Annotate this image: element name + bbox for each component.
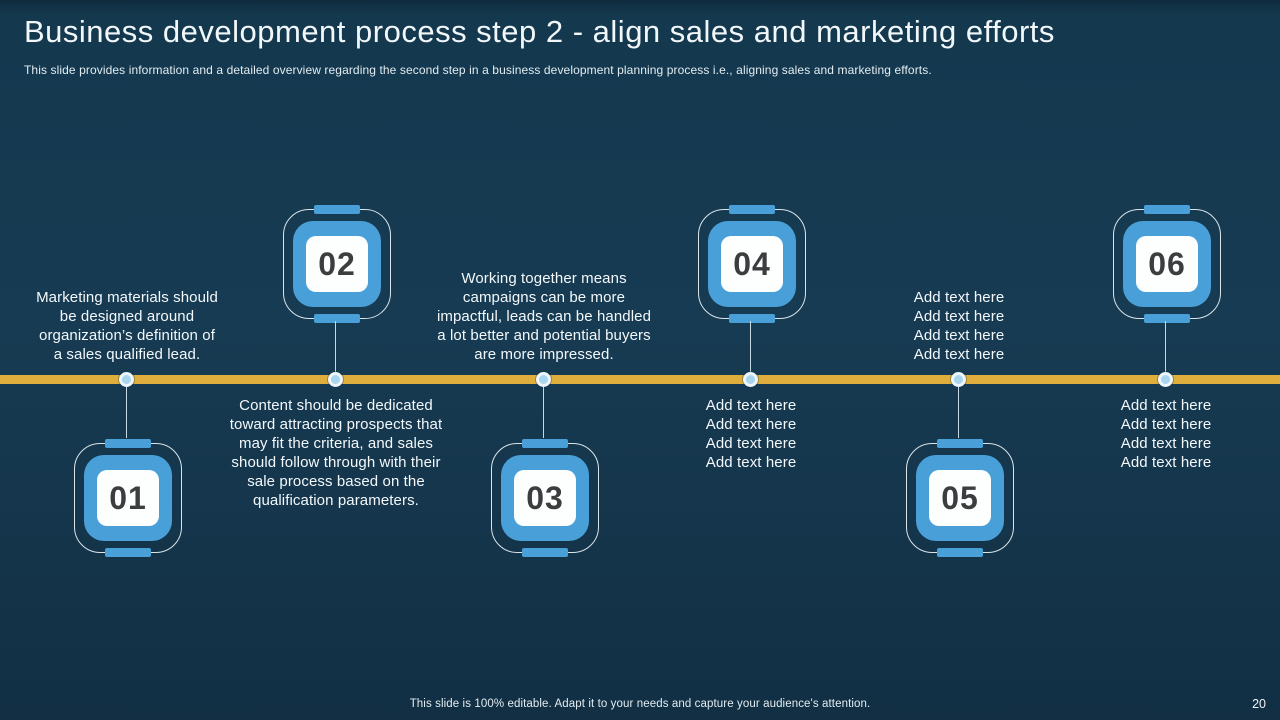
step-04-badge: 04 bbox=[698, 209, 806, 319]
step-06-text: Add text here Add text here Add text her… bbox=[1120, 397, 1212, 471]
step-03-badge-frame: 03 bbox=[501, 455, 589, 541]
step-03-timeline-marker bbox=[536, 372, 551, 387]
step-03-badge-face: 03 bbox=[514, 470, 576, 526]
timeline-step-04: 04 Add text here Add text here Add text … bbox=[646, 0, 856, 720]
step-05-badge: 05 bbox=[906, 443, 1014, 553]
step-02-badge: 02 bbox=[283, 209, 391, 319]
step-01-badge: 01 bbox=[74, 443, 182, 553]
step-03-number: 03 bbox=[526, 479, 564, 516]
page-number: 20 bbox=[1252, 697, 1266, 711]
step-03-text: Working together means campaigns can be … bbox=[436, 270, 652, 363]
step-06-badge: 06 bbox=[1113, 209, 1221, 319]
step-05-timeline-marker bbox=[951, 372, 966, 387]
step-04-timeline-marker bbox=[743, 372, 758, 387]
page-title: Business development process step 2 - al… bbox=[24, 14, 1055, 49]
step-02-timeline-marker bbox=[328, 372, 343, 387]
step-04-text: Add text here Add text here Add text her… bbox=[705, 397, 797, 471]
step-03-connector bbox=[543, 387, 544, 438]
timeline-step-01: Marketing materials should be designed a… bbox=[22, 0, 232, 720]
step-05-text: Add text here Add text here Add text her… bbox=[913, 289, 1005, 363]
step-02-number: 02 bbox=[318, 245, 356, 282]
slide-subtitle: This slide provides information and a de… bbox=[24, 63, 932, 77]
footer-note: This slide is 100% editable. Adapt it to… bbox=[409, 698, 871, 710]
timeline-step-03: Working together means campaigns can be … bbox=[437, 0, 651, 720]
step-04-badge-frame: 04 bbox=[708, 221, 796, 307]
step-02-connector bbox=[335, 321, 336, 372]
step-04-connector bbox=[750, 321, 751, 372]
step-06-badge-frame: 06 bbox=[1123, 221, 1211, 307]
step-05-connector bbox=[958, 387, 959, 438]
step-06-number: 06 bbox=[1148, 245, 1186, 282]
step-05-badge-face: 05 bbox=[929, 470, 991, 526]
step-01-text: Marketing materials should be designed a… bbox=[36, 289, 218, 363]
step-06-connector bbox=[1165, 321, 1166, 372]
step-02-badge-frame: 02 bbox=[293, 221, 381, 307]
step-05-badge-frame: 05 bbox=[916, 455, 1004, 541]
step-01-timeline-marker bbox=[119, 372, 134, 387]
step-06-badge-face: 06 bbox=[1136, 236, 1198, 292]
step-03-badge: 03 bbox=[491, 443, 599, 553]
timeline-step-02: 02 Content should be dedicated toward at… bbox=[230, 0, 442, 720]
step-01-number: 01 bbox=[109, 479, 147, 516]
timeline-step-06: 06 Add text here Add text here Add text … bbox=[1061, 0, 1271, 720]
step-02-text: Content should be dedicated toward attra… bbox=[229, 397, 443, 509]
timeline-bar bbox=[0, 375, 1280, 384]
step-01-badge-face: 01 bbox=[97, 470, 159, 526]
step-06-timeline-marker bbox=[1158, 372, 1173, 387]
step-04-number: 04 bbox=[733, 245, 771, 282]
step-01-connector bbox=[126, 387, 127, 438]
step-04-badge-face: 04 bbox=[721, 236, 783, 292]
step-02-badge-face: 02 bbox=[306, 236, 368, 292]
step-01-badge-frame: 01 bbox=[84, 455, 172, 541]
step-05-number: 05 bbox=[941, 479, 979, 516]
timeline-step-05: Add text here Add text here Add text her… bbox=[854, 0, 1064, 720]
